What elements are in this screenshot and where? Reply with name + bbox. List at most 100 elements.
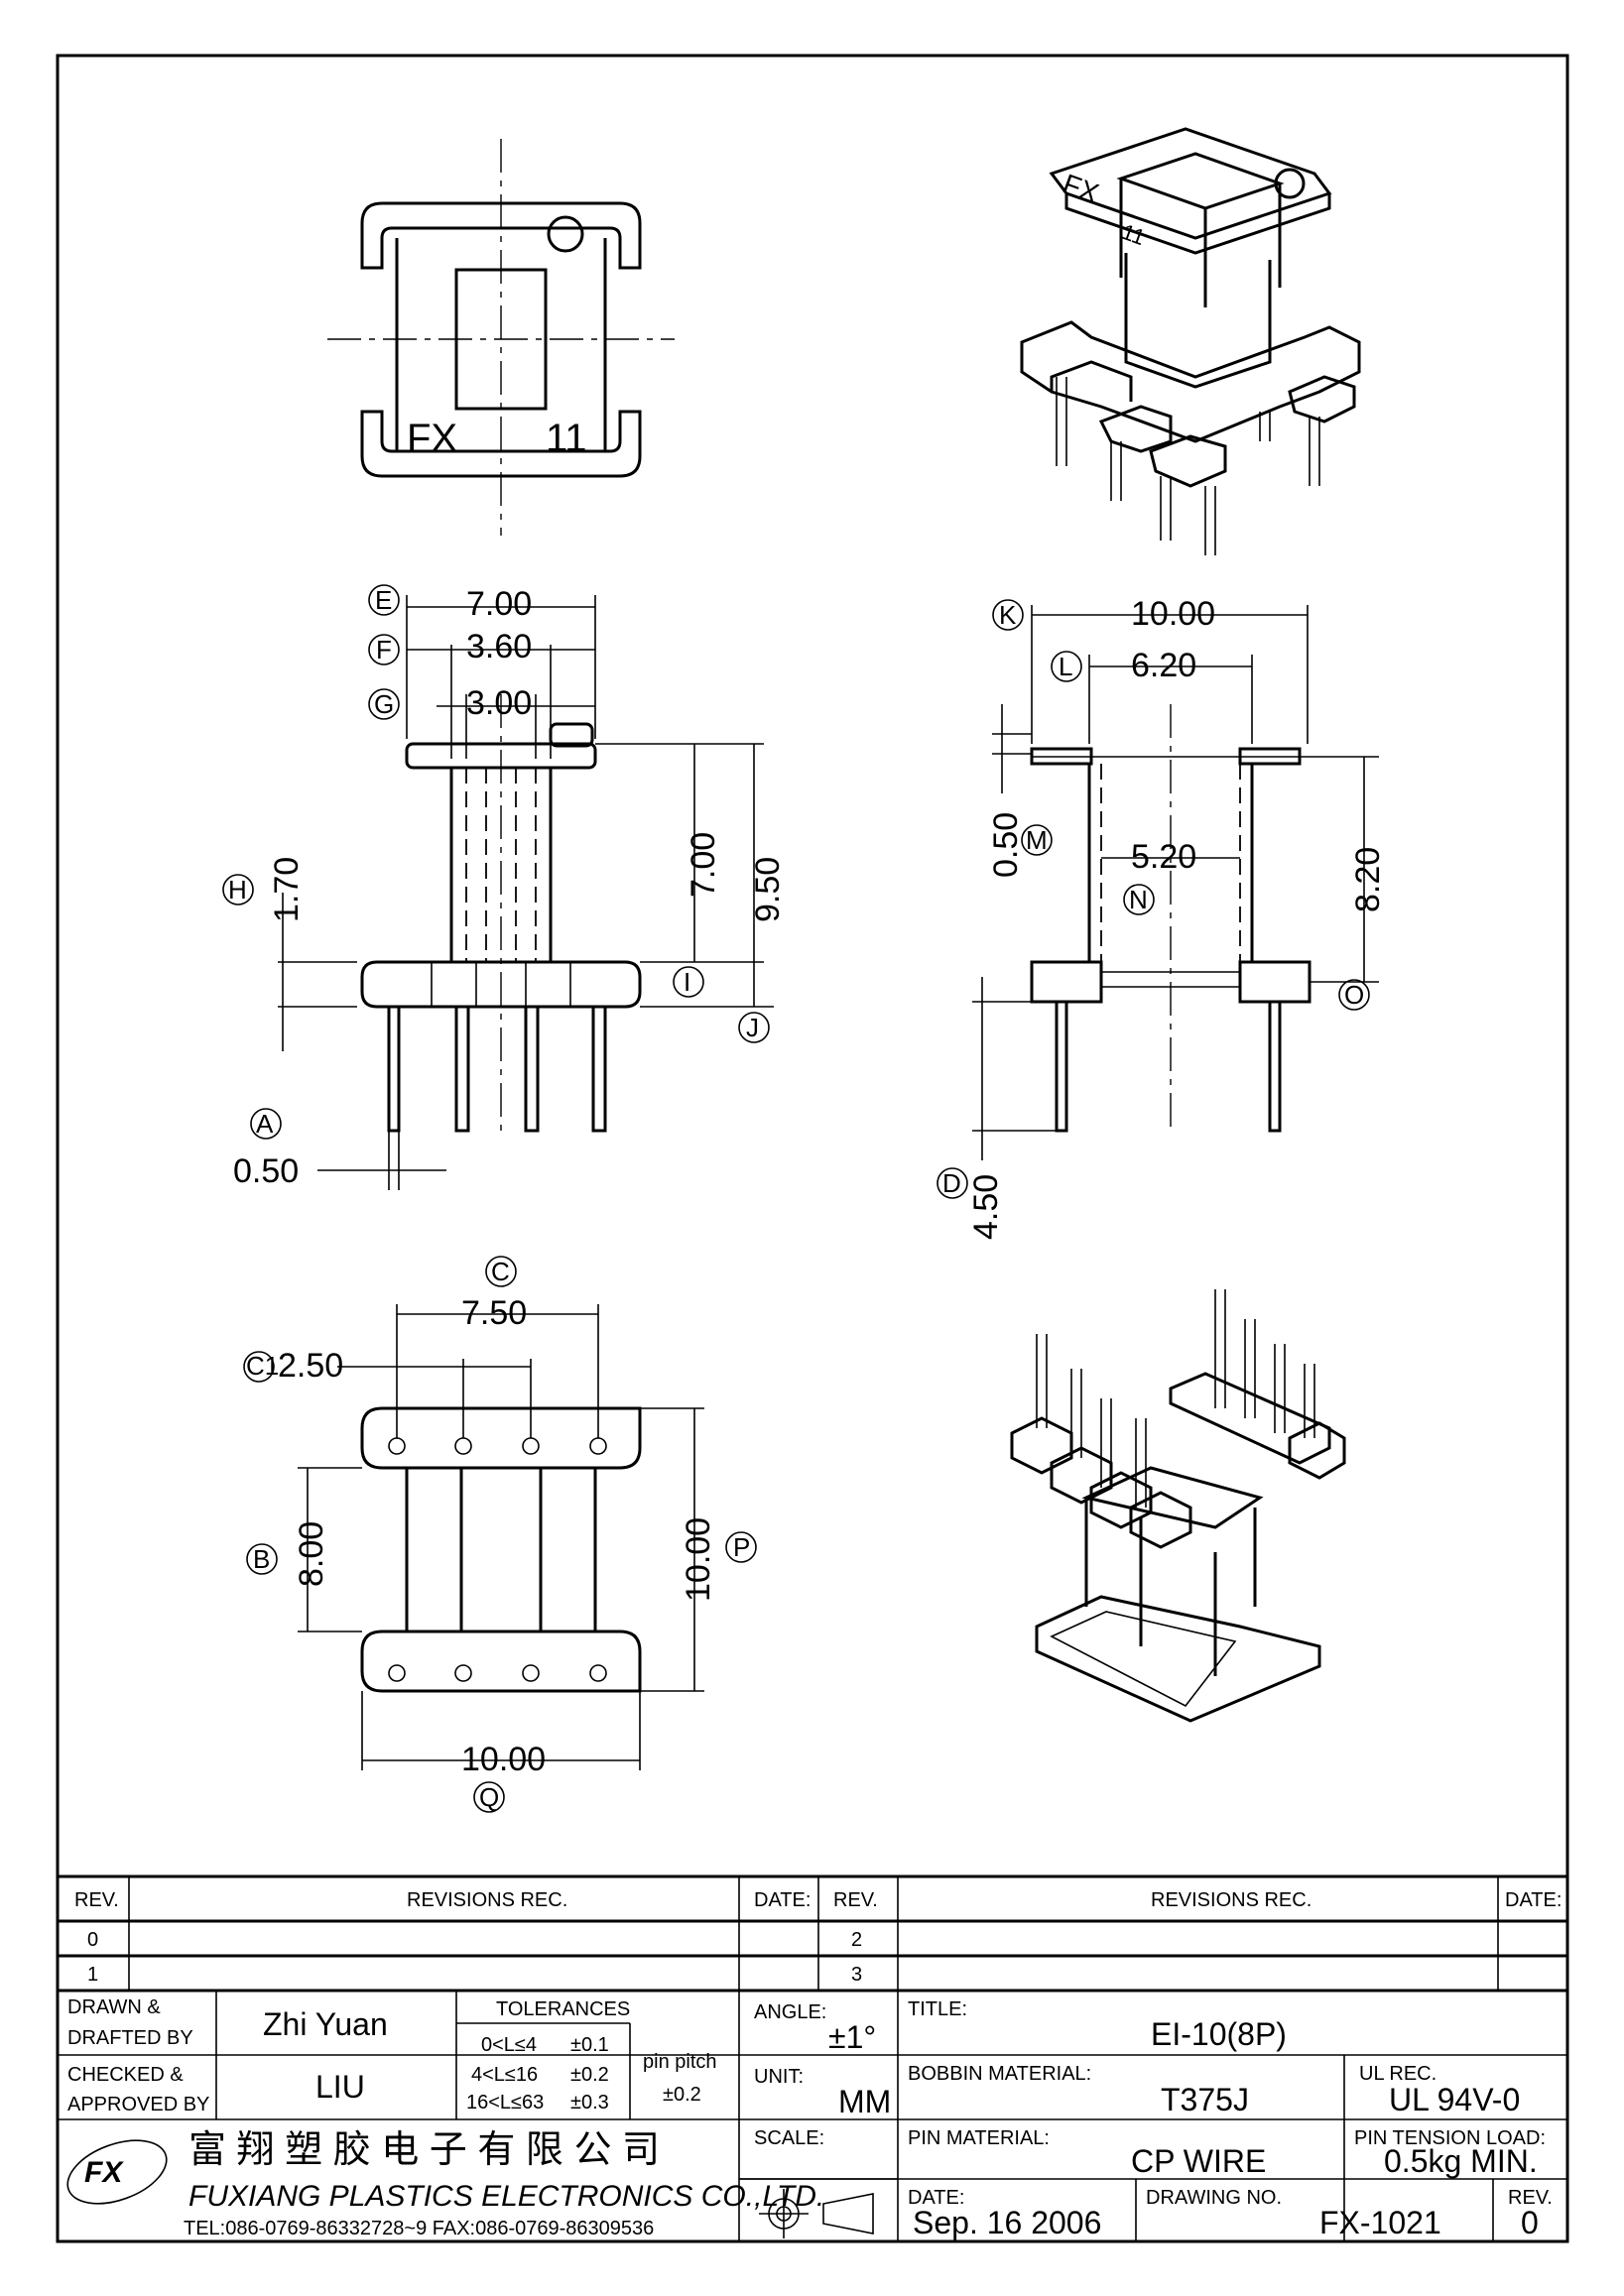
svg-text:A: A: [256, 1109, 274, 1139]
svg-text:M: M: [1026, 825, 1048, 855]
dim-I: 7.00: [685, 832, 722, 898]
svg-text:DATE:: DATE:: [908, 2187, 964, 2209]
svg-text:DATE:: DATE:: [1505, 1889, 1562, 1911]
part-number-text: 11: [546, 417, 587, 460]
company-logo-icon: FX: [66, 2139, 168, 2205]
svg-text:0<L≤4: 0<L≤4: [481, 2034, 537, 2056]
svg-text:I: I: [684, 967, 690, 997]
dim-G: 3.00: [466, 684, 532, 722]
dim-P: 10.00: [680, 1517, 717, 1602]
dim-M: 0.50: [987, 812, 1025, 878]
svg-text:CHECKED &: CHECKED &: [67, 2064, 184, 2086]
dim-H: 1.70: [268, 857, 306, 922]
svg-text:0: 0: [87, 1929, 98, 1951]
title-block: DRAWN & DRAFTED BY Zhi Yuan CHECKED & AP…: [58, 1990, 1567, 2241]
dim-L: 6.20: [1131, 647, 1196, 684]
svg-text:3: 3: [851, 1964, 862, 1986]
projection-symbol: [759, 2189, 874, 2238]
callout-bubbles: E F G H I J A K L M N O D C C1 B P Q: [222, 584, 1370, 1813]
bottom-view-dimensions: 7.50 2.50 8.00 10.00 10.00: [278, 1294, 717, 1778]
svg-text:T375J: T375J: [1161, 2082, 1249, 2117]
svg-text:F: F: [376, 635, 392, 665]
side-view-dimensions: 10.00 6.20 5.20 8.20 0.50 4.50: [967, 595, 1387, 1240]
front-view: [360, 694, 642, 1133]
svg-text:4<L≤16: 4<L≤16: [471, 2064, 538, 2086]
svg-text:±0.2: ±0.2: [570, 2064, 609, 2086]
svg-text:REV.: REV.: [833, 1889, 878, 1911]
svg-text:0: 0: [1521, 2205, 1539, 2240]
svg-text:APPROVED BY: APPROVED BY: [67, 2094, 209, 2115]
front-view-dimensions: 7.00 3.60 3.00 7.00 9.50 1.70 0.50: [233, 585, 787, 1190]
svg-text:16<L≤63: 16<L≤63: [466, 2092, 544, 2114]
svg-text:MM: MM: [838, 2084, 891, 2119]
side-view: [1030, 704, 1312, 1133]
dim-D: 4.50: [967, 1174, 1005, 1240]
svg-text:P: P: [733, 1532, 750, 1562]
svg-text:±1°: ±1°: [828, 2019, 876, 2055]
dim-C1: 2.50: [278, 1347, 343, 1385]
svg-text:C: C: [491, 1257, 510, 1286]
svg-text:±0.3: ±0.3: [570, 2092, 609, 2114]
sheet-border: [56, 54, 1569, 2243]
svg-text:TITLE:: TITLE:: [908, 1998, 967, 2020]
svg-text:DRAFTED BY: DRAFTED BY: [67, 2027, 193, 2049]
svg-text:B: B: [253, 1544, 270, 1574]
isometric-view-top: FX 11: [1020, 127, 1361, 555]
svg-text:DRAWN &: DRAWN &: [67, 1996, 161, 2018]
part-logo-text: FX: [407, 417, 457, 460]
company-name-cn: 富 翔 塑 胶 电 子 有 限 公 司: [188, 2129, 660, 2171]
svg-text:C1: C1: [246, 1351, 279, 1381]
svg-text:2: 2: [851, 1929, 862, 1951]
dim-J: 9.50: [749, 857, 787, 922]
drawn-by: Zhi Yuan: [263, 2006, 388, 2042]
svg-text:FX: FX: [84, 2156, 124, 2189]
svg-text:±0.1: ±0.1: [570, 2034, 609, 2056]
svg-text:Q: Q: [479, 1782, 499, 1812]
dim-B: 8.00: [293, 1521, 330, 1587]
top-view: FX 11: [327, 139, 675, 536]
isometric-view-bottom: [1010, 1289, 1346, 1723]
svg-text:E: E: [375, 585, 392, 615]
svg-text:11: 11: [1118, 219, 1148, 250]
svg-text:G: G: [374, 689, 394, 719]
company-name-en: FUXIANG PLASTICS ELECTRONICS CO.,LTD.: [188, 2180, 824, 2213]
svg-text:UNIT:: UNIT:: [754, 2066, 804, 2088]
checked-by: LIU: [315, 2069, 365, 2105]
svg-text:N: N: [1129, 885, 1148, 914]
svg-text:J: J: [746, 1013, 759, 1042]
dim-Q: 10.00: [461, 1741, 546, 1778]
drawing-number: FX-1021: [1319, 2205, 1441, 2240]
svg-text:D: D: [942, 1168, 961, 1198]
svg-text:REVISIONS REC.: REVISIONS REC.: [1151, 1889, 1312, 1911]
dim-K: 10.00: [1131, 595, 1215, 633]
dim-C: 7.50: [461, 1294, 527, 1332]
svg-text:±0.2: ±0.2: [663, 2084, 701, 2106]
svg-text:UL REC.: UL REC.: [1359, 2063, 1437, 2085]
svg-text:ANGLE:: ANGLE:: [754, 2001, 826, 2023]
svg-text:0.5kg MIN.: 0.5kg MIN.: [1384, 2143, 1538, 2179]
svg-text:PIN MATERIAL:: PIN MATERIAL:: [908, 2127, 1050, 2149]
svg-text:1: 1: [87, 1964, 98, 1986]
dim-O: 8.20: [1349, 847, 1387, 912]
svg-text:BOBBIN MATERIAL:: BOBBIN MATERIAL:: [908, 2063, 1091, 2085]
dim-F: 3.60: [466, 628, 532, 665]
svg-text:DRAWING NO.: DRAWING NO.: [1146, 2187, 1282, 2209]
svg-text:L: L: [1059, 652, 1072, 681]
dim-E: 7.00: [466, 585, 532, 623]
svg-text:SCALE:: SCALE:: [754, 2127, 824, 2149]
svg-text:REV.: REV.: [1508, 2187, 1553, 2209]
revision-table: REV. REVISIONS REC. DATE: REV. REVISIONS…: [58, 1874, 1567, 1993]
svg-text:PIN TENSION LOAD:: PIN TENSION LOAD:: [1354, 2127, 1546, 2149]
svg-text:DATE:: DATE:: [754, 1889, 811, 1911]
svg-text:REV.: REV.: [74, 1889, 119, 1911]
drawing-title: EI-10(8P): [1151, 2016, 1287, 2052]
svg-text:pin pitch: pin pitch: [643, 2051, 717, 2073]
svg-text:Sep. 16 2006: Sep. 16 2006: [913, 2205, 1101, 2240]
svg-text:K: K: [999, 600, 1017, 630]
svg-text:REVISIONS REC.: REVISIONS REC.: [407, 1889, 567, 1911]
svg-text:UL 94V-0: UL 94V-0: [1389, 2082, 1520, 2117]
svg-text:H: H: [228, 875, 247, 905]
dim-A: 0.50: [233, 1152, 299, 1190]
svg-text:O: O: [1344, 980, 1364, 1010]
